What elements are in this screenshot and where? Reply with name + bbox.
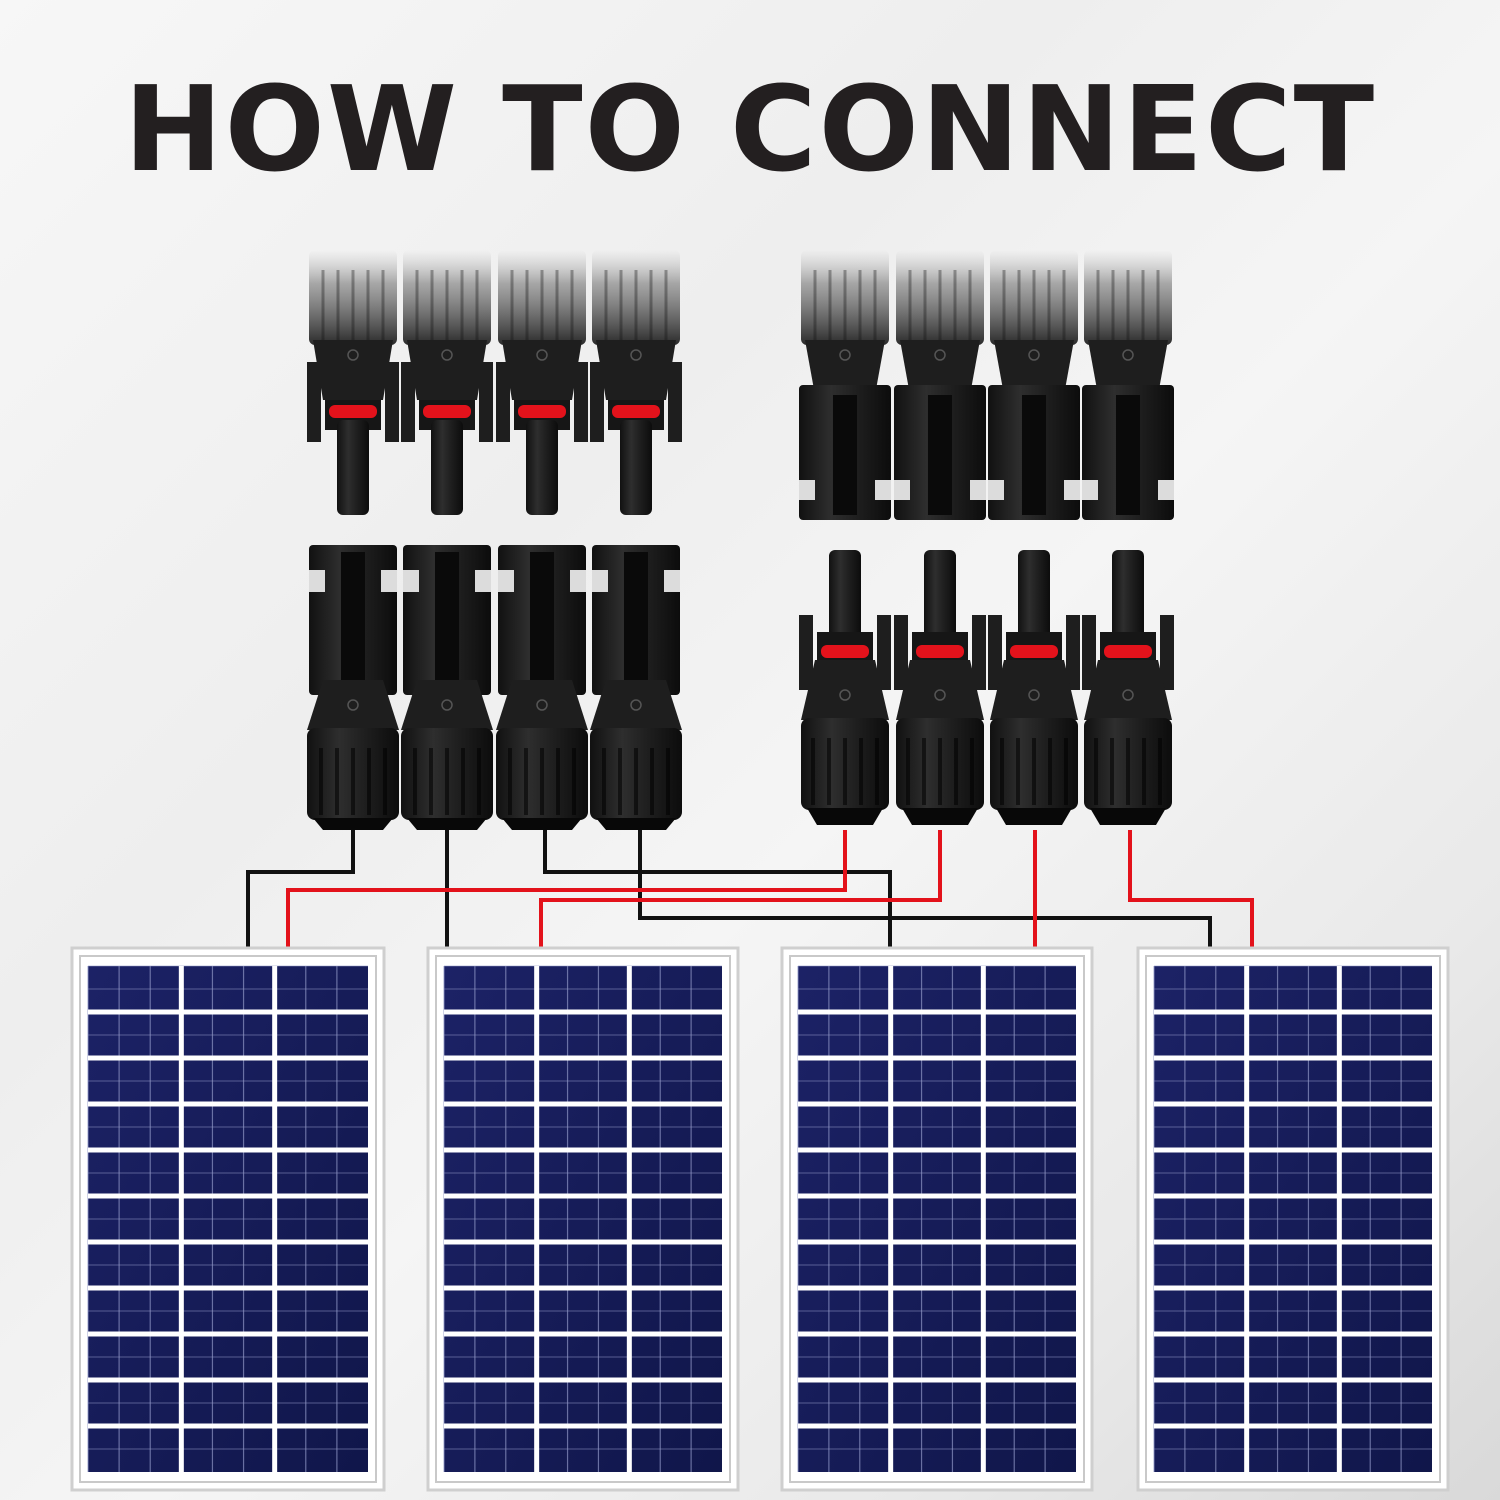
top-right-female-connector xyxy=(1082,250,1174,520)
bottom-left-connector-1 xyxy=(307,545,399,830)
top-left-male-connector xyxy=(307,250,399,515)
bottom-right-connector-3 xyxy=(988,550,1080,825)
panels-layer xyxy=(70,946,1450,1492)
negative-wire-4 xyxy=(638,830,1212,948)
negative-wire-1 xyxy=(246,830,355,948)
positive-wire-4 xyxy=(1128,830,1254,948)
top-right-female-connector xyxy=(799,250,891,520)
negative-wire-3 xyxy=(543,830,892,948)
top-left-male-connector xyxy=(401,250,493,515)
bottom-left-connector-3 xyxy=(496,545,588,830)
red-seal-ring xyxy=(1104,645,1152,658)
bottom-left-connector-4 xyxy=(590,545,682,830)
top-left-male-connector xyxy=(496,250,588,515)
red-seal-ring xyxy=(329,405,377,418)
wires-layer xyxy=(246,830,1254,948)
red-seal-ring xyxy=(916,645,964,658)
red-seal-ring xyxy=(1010,645,1058,658)
top-right-female-connector xyxy=(988,250,1080,520)
positive-wire-1 xyxy=(286,830,847,948)
bottom-right-connector-4 xyxy=(1082,550,1174,825)
top-right-female-connector xyxy=(894,250,986,520)
red-seal-ring xyxy=(612,405,660,418)
positive-wire-2 xyxy=(539,830,942,948)
bottom-right-connector-2 xyxy=(894,550,986,825)
solar-panel-3 xyxy=(780,946,1094,1492)
solar-panel-2 xyxy=(426,946,740,1492)
bottom-right-connector-1 xyxy=(799,550,891,825)
bottom-left-connector-2 xyxy=(401,545,493,830)
solar-panel-1 xyxy=(70,946,386,1492)
red-seal-ring xyxy=(423,405,471,418)
solar-panel-4 xyxy=(1136,946,1450,1492)
red-seal-ring xyxy=(518,405,566,418)
top-left-male-connector xyxy=(590,250,682,515)
red-seal-ring xyxy=(821,645,869,658)
diagram-title: HOW TO CONNECT xyxy=(123,60,1377,198)
connectors-layer xyxy=(307,250,1174,830)
